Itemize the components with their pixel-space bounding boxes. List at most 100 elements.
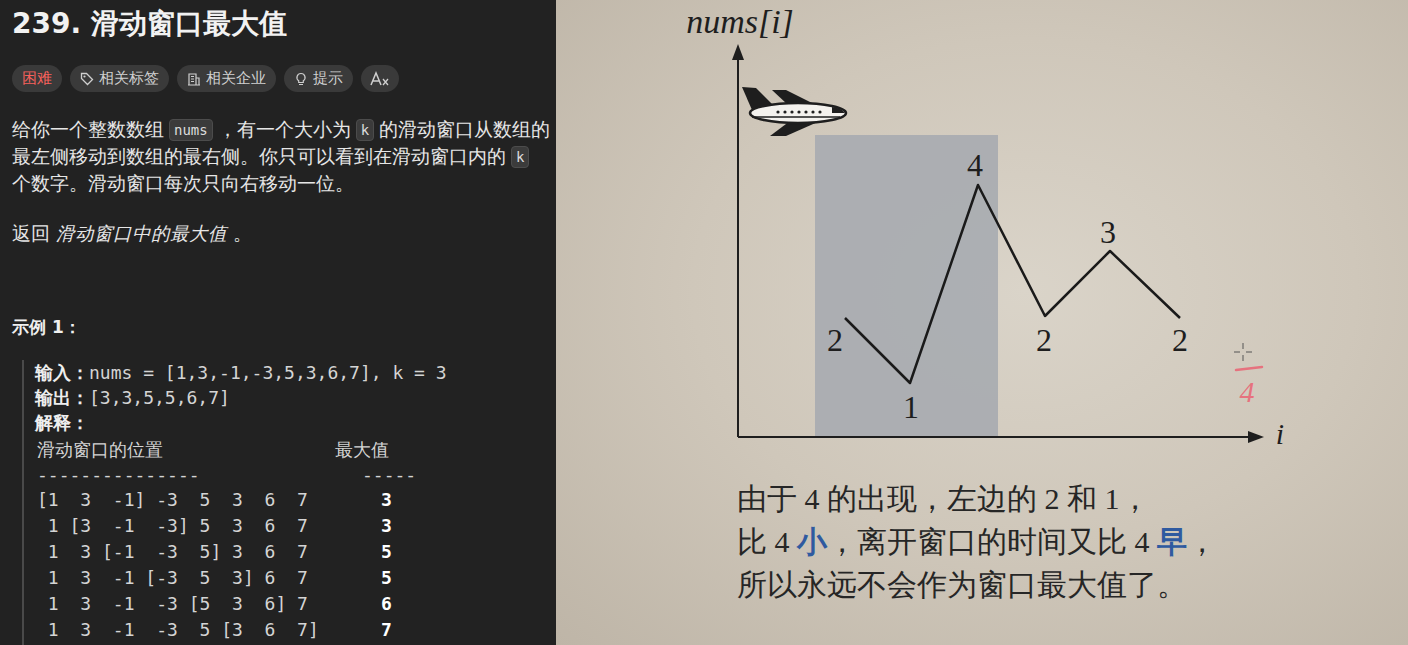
- example-line: 1 [3 -1 -3] 5 3 6 7: [37, 514, 308, 538]
- example-line: ---------------: [37, 463, 200, 487]
- code-text: k: [516, 149, 524, 165]
- example-line: 6: [381, 592, 392, 616]
- inline-code: k: [511, 146, 529, 168]
- window-max: 5: [381, 567, 392, 588]
- y-axis: [737, 58, 739, 437]
- window-row: 1 [3 -1 -3] 5 3 6 7: [37, 515, 308, 536]
- pink-annotation-text: 4: [1240, 375, 1255, 408]
- pink-stroke: [1236, 367, 1262, 370]
- example-line: 1 3 [-1 -3 5] 3 6 7: [37, 540, 308, 564]
- caption-highlight: 小: [797, 525, 827, 558]
- example-heading-text: 示例 1：: [12, 317, 81, 337]
- translate-icon: [370, 71, 390, 87]
- difficulty-chip: 困难: [12, 65, 62, 92]
- example-line: 1 3 -1 -3 [5 3 6] 7: [37, 592, 308, 616]
- problem-description: 给你一个整数数组nums，有一个大小为k的滑动窗口从数组的最左侧移动到数组的最右…: [12, 116, 552, 197]
- tag-button: 相关标签: [70, 65, 169, 92]
- description-text: 给你一个整数数组: [12, 119, 164, 140]
- example-line: 7: [381, 618, 392, 642]
- field-label: 解释：: [35, 412, 89, 433]
- example-line: 5: [381, 540, 392, 564]
- caption-text: ，: [1187, 525, 1217, 558]
- data-value: 2: [1036, 324, 1052, 356]
- example-line: 1 3 -1 [-3 5 3] 6 7: [37, 566, 308, 590]
- tag-icon: [80, 72, 94, 86]
- window-row: 1 3 -1 -3 5 [3 6 7]: [37, 619, 319, 640]
- cursor-crosshair: [1234, 343, 1252, 361]
- company-icon: [187, 72, 201, 86]
- plane-icon: [742, 87, 846, 136]
- field-label: 输入：: [35, 362, 89, 383]
- window-max: 5: [381, 541, 392, 562]
- caption-text: ，离开窗口的时间又比 4: [827, 525, 1157, 558]
- data-value-text: 4: [967, 147, 983, 183]
- window-row: 1 3 [-1 -3 5] 3 6 7: [37, 541, 308, 562]
- inline-code: k: [356, 119, 374, 141]
- example-line: 输出：[3,3,5,5,6,7]: [35, 386, 230, 410]
- field-value: nums = [1,3,-1,-3,5,3,6,7], k = 3: [89, 362, 447, 383]
- window-max: 3: [381, 489, 392, 510]
- tag-row: 困难 相关标签 相关企业 提示: [12, 65, 399, 92]
- field-value: [3,3,5,5,6,7]: [89, 387, 230, 408]
- description-text: 返回: [12, 223, 50, 244]
- window-max: 3: [381, 515, 392, 536]
- title-text: 239. 滑动窗口最大值: [12, 7, 287, 40]
- description-emphasis: 滑动窗口中的最大值: [56, 223, 227, 244]
- axis-label: nums[i]: [686, 5, 794, 39]
- caption-line: 由于 4 的出现，左边的 2 和 1，: [737, 478, 1150, 520]
- column-header: 最大值: [335, 439, 389, 460]
- button-text: 相关标签: [99, 69, 159, 88]
- example-line: 5: [381, 566, 392, 590]
- axis-label: i: [1276, 419, 1284, 449]
- window-row: 1 3 -1 [-3 5 3] 6 7: [37, 567, 308, 588]
- caption-text: 所以永远不会作为窗口最大值了。: [737, 568, 1187, 601]
- example-line: 输入：nums = [1,3,-1,-3,5,3,6,7], k = 3: [35, 361, 447, 385]
- column-header: 滑动窗口的位置: [37, 439, 163, 460]
- data-value: 4: [967, 149, 983, 181]
- example-line: -----: [362, 463, 416, 487]
- caption-line: 比 4 小，离开窗口的时间又比 4 早，: [737, 521, 1217, 563]
- value-line: [845, 185, 1180, 383]
- axis-label-text: i: [1276, 417, 1284, 450]
- data-value-text: 2: [1172, 322, 1188, 358]
- tag-button: 提示: [284, 65, 353, 92]
- hint-icon: [294, 72, 308, 86]
- caption-text: 由于 4 的出现，左边的 2 和 1，: [737, 482, 1150, 515]
- return-line: 返回滑动窗口中的最大值。: [12, 220, 252, 247]
- x-axis: [738, 436, 1250, 438]
- problem-title: 239. 滑动窗口最大值: [12, 5, 287, 43]
- window-row: 1 3 -1 -3 [5 3 6] 7: [37, 593, 308, 614]
- caption-highlight: 早: [1157, 525, 1187, 558]
- separator: ---------------: [37, 464, 200, 485]
- y-arrow: [732, 44, 744, 60]
- field-label: 输出：: [35, 387, 89, 408]
- example-line: 1 3 -1 -3 5 [3 6 7]: [37, 618, 319, 642]
- example-heading: 示例 1：: [12, 314, 81, 341]
- description-text: 个数字。滑动窗口每次只向右移动一位。: [12, 173, 354, 194]
- example-line: 3: [381, 488, 392, 512]
- data-value-text: 2: [1036, 322, 1052, 358]
- window-max: 6: [381, 593, 392, 614]
- description-text: ，有一个大小为: [218, 119, 351, 140]
- x-arrow: [1248, 431, 1264, 443]
- sliding-window: [815, 135, 998, 437]
- data-value: 3: [1100, 216, 1116, 248]
- description-text: 。: [233, 223, 252, 244]
- button-text: 提示: [313, 69, 343, 88]
- data-value: 1: [903, 391, 919, 423]
- tag-button: 相关企业: [177, 65, 276, 92]
- window-row: [1 3 -1] -3 5 3 6 7: [37, 489, 308, 510]
- button-text: 相关企业: [206, 69, 266, 88]
- axis-label-text: nums[i]: [686, 3, 794, 40]
- window-max: 7: [381, 619, 392, 640]
- inline-code: nums: [169, 119, 213, 141]
- data-value-text: 1: [903, 389, 919, 425]
- data-value-text: 2: [827, 322, 843, 358]
- code-text: nums: [174, 122, 208, 138]
- translate-button: [361, 65, 399, 92]
- example-line: 滑动窗口的位置: [37, 438, 163, 462]
- data-value: 2: [1172, 324, 1188, 356]
- data-value: 2: [827, 324, 843, 356]
- example-line: 3: [381, 514, 392, 538]
